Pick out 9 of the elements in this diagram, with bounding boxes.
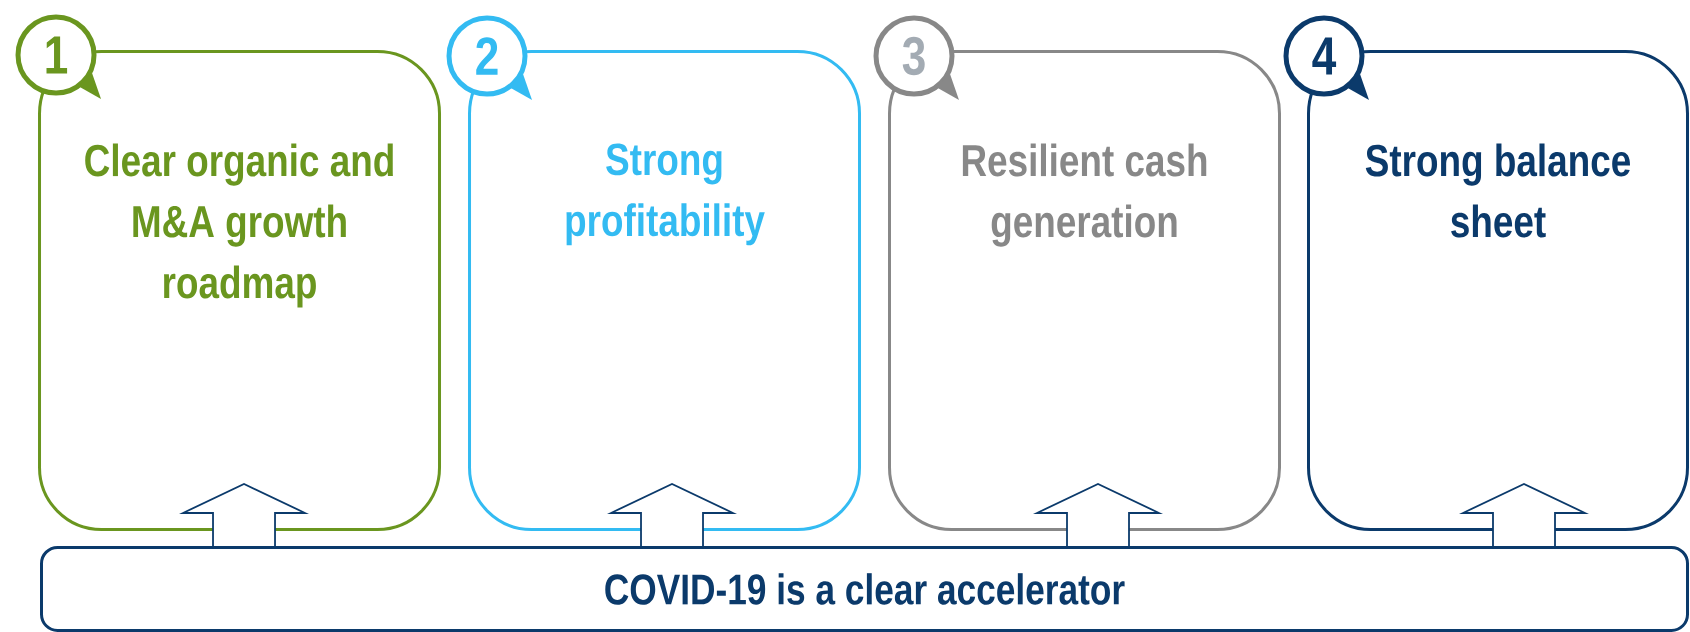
number-badge: 4 [1283,15,1369,100]
banner-box: COVID-19 is a clear accelerator [40,546,1689,632]
number-badge: 1 [15,14,101,99]
number-badge: 2 [446,15,532,100]
block-arrow [1459,483,1589,547]
block-arrow [179,483,309,547]
block-arrow [1033,483,1163,547]
block-arrow [607,483,737,547]
number-badge: 3 [873,15,959,100]
